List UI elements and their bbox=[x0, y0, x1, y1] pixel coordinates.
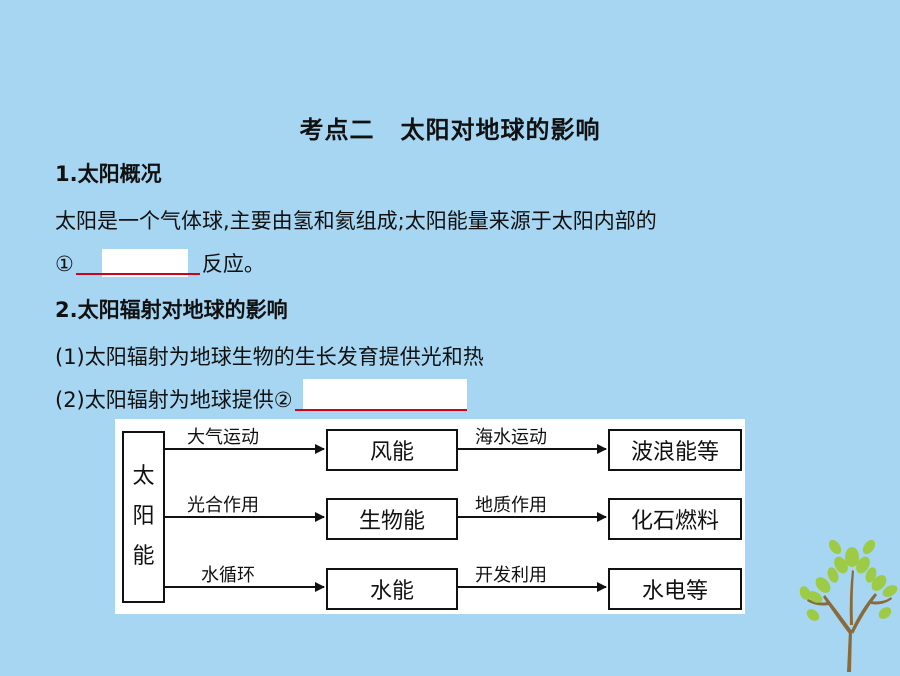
decorative-tree-icon bbox=[795, 535, 900, 672]
source-char-1: 太 bbox=[132, 464, 155, 489]
end-box: 水电等 bbox=[608, 568, 742, 610]
solar-energy-box: 太 阳 能 bbox=[122, 431, 165, 603]
source-char-3: 能 bbox=[132, 544, 155, 569]
title-part-1: 考点二 bbox=[299, 116, 375, 144]
end-box: 波浪能等 bbox=[608, 429, 742, 471]
diagram-arrows bbox=[165, 444, 607, 592]
link-label: 水循环 bbox=[201, 565, 255, 586]
blank-marker-1: ① bbox=[55, 252, 74, 276]
section-2-item-1: (1)太阳辐射为地球生物的生长发育提供光和热 bbox=[55, 345, 484, 369]
section-1-line-1: 太阳是一个气体球,主要由氢和氦组成;太阳能量来源于太阳内部的 bbox=[55, 209, 657, 233]
link-label: 海水运动 bbox=[475, 427, 547, 448]
section-1-line-2: ① 反应。 bbox=[55, 248, 265, 278]
section-2-heading: 2.太阳辐射对地球的影响 bbox=[55, 298, 288, 322]
section-1-line-2-suffix: 反应。 bbox=[201, 252, 265, 276]
end-box: 化石燃料 bbox=[608, 498, 742, 540]
middle-box: 生物能 bbox=[326, 498, 458, 540]
middle-box: 风能 bbox=[326, 429, 458, 471]
section-2-item-2: (2)太阳辐射为地球提供② bbox=[55, 379, 467, 414]
source-char-2: 阳 bbox=[132, 504, 155, 529]
page-title: 考点二太阳对地球的影响 bbox=[0, 110, 900, 145]
section-1-heading: 1.太阳概况 bbox=[55, 162, 162, 186]
answer-blank-1[interactable] bbox=[75, 249, 200, 277]
energy-diagram: 太 阳 能 大气运动 风能 海水运动 波浪能等 光合作用 生物能 地质作用 化石… bbox=[115, 419, 745, 614]
middle-box: 水能 bbox=[326, 568, 458, 610]
title-part-2: 太阳对地球的影响 bbox=[400, 116, 601, 144]
link-label: 大气运动 bbox=[187, 427, 259, 448]
answer-blank-2[interactable] bbox=[294, 379, 467, 411]
link-label: 开发利用 bbox=[475, 565, 547, 586]
link-label: 地质作用 bbox=[475, 495, 547, 516]
link-label: 光合作用 bbox=[187, 495, 259, 516]
section-2-item-2-prefix: (2)太阳辐射为地球提供② bbox=[55, 388, 293, 412]
